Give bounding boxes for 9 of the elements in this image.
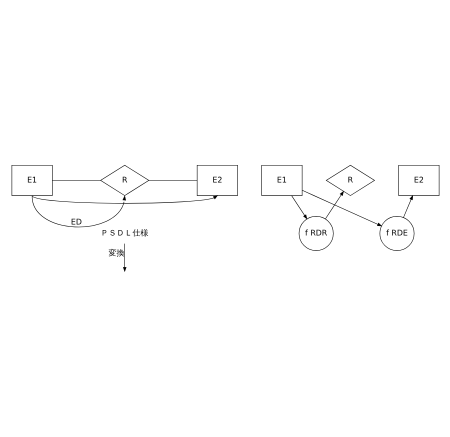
arrow (31, 195, 218, 204)
connector (52, 180, 100, 181)
arrow (31, 195, 126, 228)
arrow (402, 194, 413, 218)
arrow (324, 190, 344, 220)
arrow (301, 190, 382, 226)
arrow (290, 195, 307, 220)
arrow (122, 243, 126, 272)
connector (148, 180, 197, 181)
